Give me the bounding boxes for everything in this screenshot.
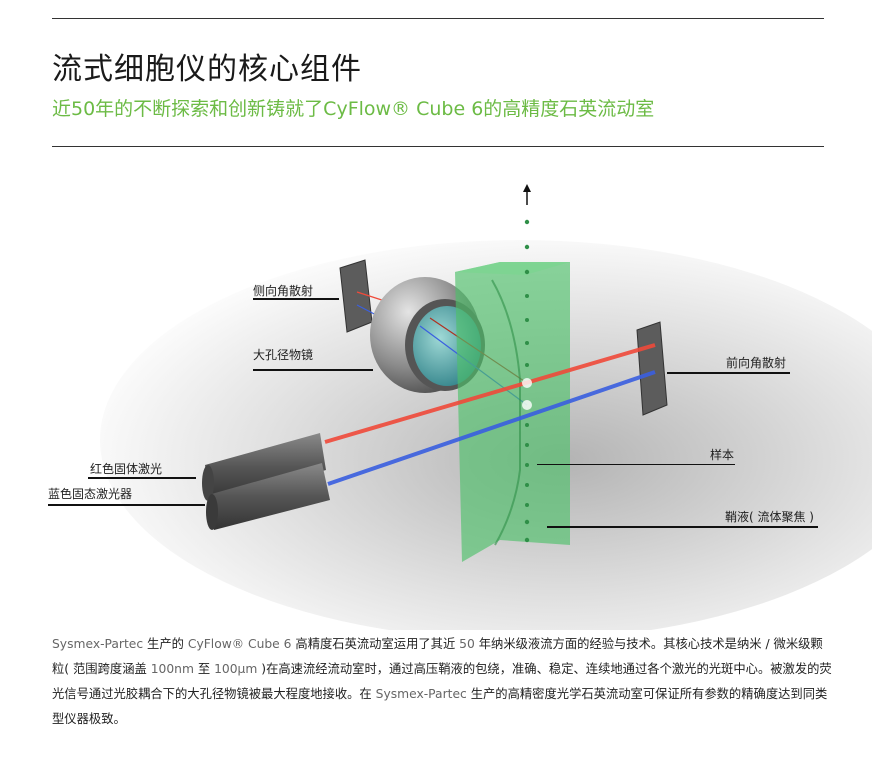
label-sheath: 鞘液( 流体聚焦 ) bbox=[725, 510, 814, 524]
leader-line bbox=[537, 464, 735, 465]
text-run: 年纳米级液流方面的经验与技术。其核心技术是纳米 / 微米级颗粒( 范围跨度涵盖 bbox=[52, 637, 823, 676]
top-rule bbox=[52, 18, 824, 19]
blue-laser-beam bbox=[327, 370, 656, 486]
leader-line bbox=[253, 369, 373, 371]
header-rule bbox=[52, 146, 824, 147]
label-objective: 大孔径物镜 bbox=[253, 348, 314, 362]
text-run: CyFlow® Cube 6 bbox=[187, 637, 292, 651]
label-sample: 样本 bbox=[710, 448, 735, 462]
text-run: 至 bbox=[193, 662, 215, 676]
text-run: 生产的高精密度光学石英流动室可保证所有参数的精确度达到同类型仪器极致。 bbox=[52, 687, 828, 726]
leader-line bbox=[253, 298, 339, 300]
page-title: 流式细胞仪的核心组件 bbox=[52, 52, 362, 87]
leader-line bbox=[48, 504, 205, 506]
label-blue-laser: 蓝色固态激光器 bbox=[48, 487, 133, 501]
text-run: 高精度石英流动室运用了其近 bbox=[291, 637, 460, 651]
text-run: Sysmex-Partec bbox=[52, 637, 144, 651]
label-red-laser: 红色固体激光 bbox=[90, 462, 163, 476]
text-run: 生产的 bbox=[143, 637, 188, 651]
label-side-scatter: 侧向角散射 bbox=[253, 284, 314, 298]
leader-line bbox=[88, 477, 196, 479]
text-run: Sysmex-Partec bbox=[375, 687, 467, 701]
forward-scatter-detector bbox=[636, 321, 668, 416]
text-run: 50 bbox=[459, 637, 475, 651]
text-run: )在高速流经流动室时，通过高压鞘液的包绕，准确、稳定、连续地通过各个激光的光斑中… bbox=[52, 662, 832, 701]
sample-particles bbox=[524, 219, 530, 543]
leader-line bbox=[667, 372, 790, 374]
body-paragraph: Sysmex-Partec 生产的 CyFlow® Cube 6 高精度石英流动… bbox=[52, 632, 832, 732]
page-subtitle: 近50年的不断探索和创新铸就了CyFlow® Cube 6的高精度石英流动室 bbox=[52, 98, 655, 120]
laser-modules bbox=[202, 433, 330, 530]
label-forward-scatter: 前向角散射 bbox=[726, 356, 787, 370]
quartz-flow-cell bbox=[455, 262, 570, 562]
text-run: 100nm bbox=[150, 662, 194, 676]
flow-cell-diagram bbox=[100, 184, 872, 630]
leader-line bbox=[547, 526, 818, 528]
red-laser-beam bbox=[324, 343, 656, 444]
text-run: 100μm bbox=[214, 662, 258, 676]
